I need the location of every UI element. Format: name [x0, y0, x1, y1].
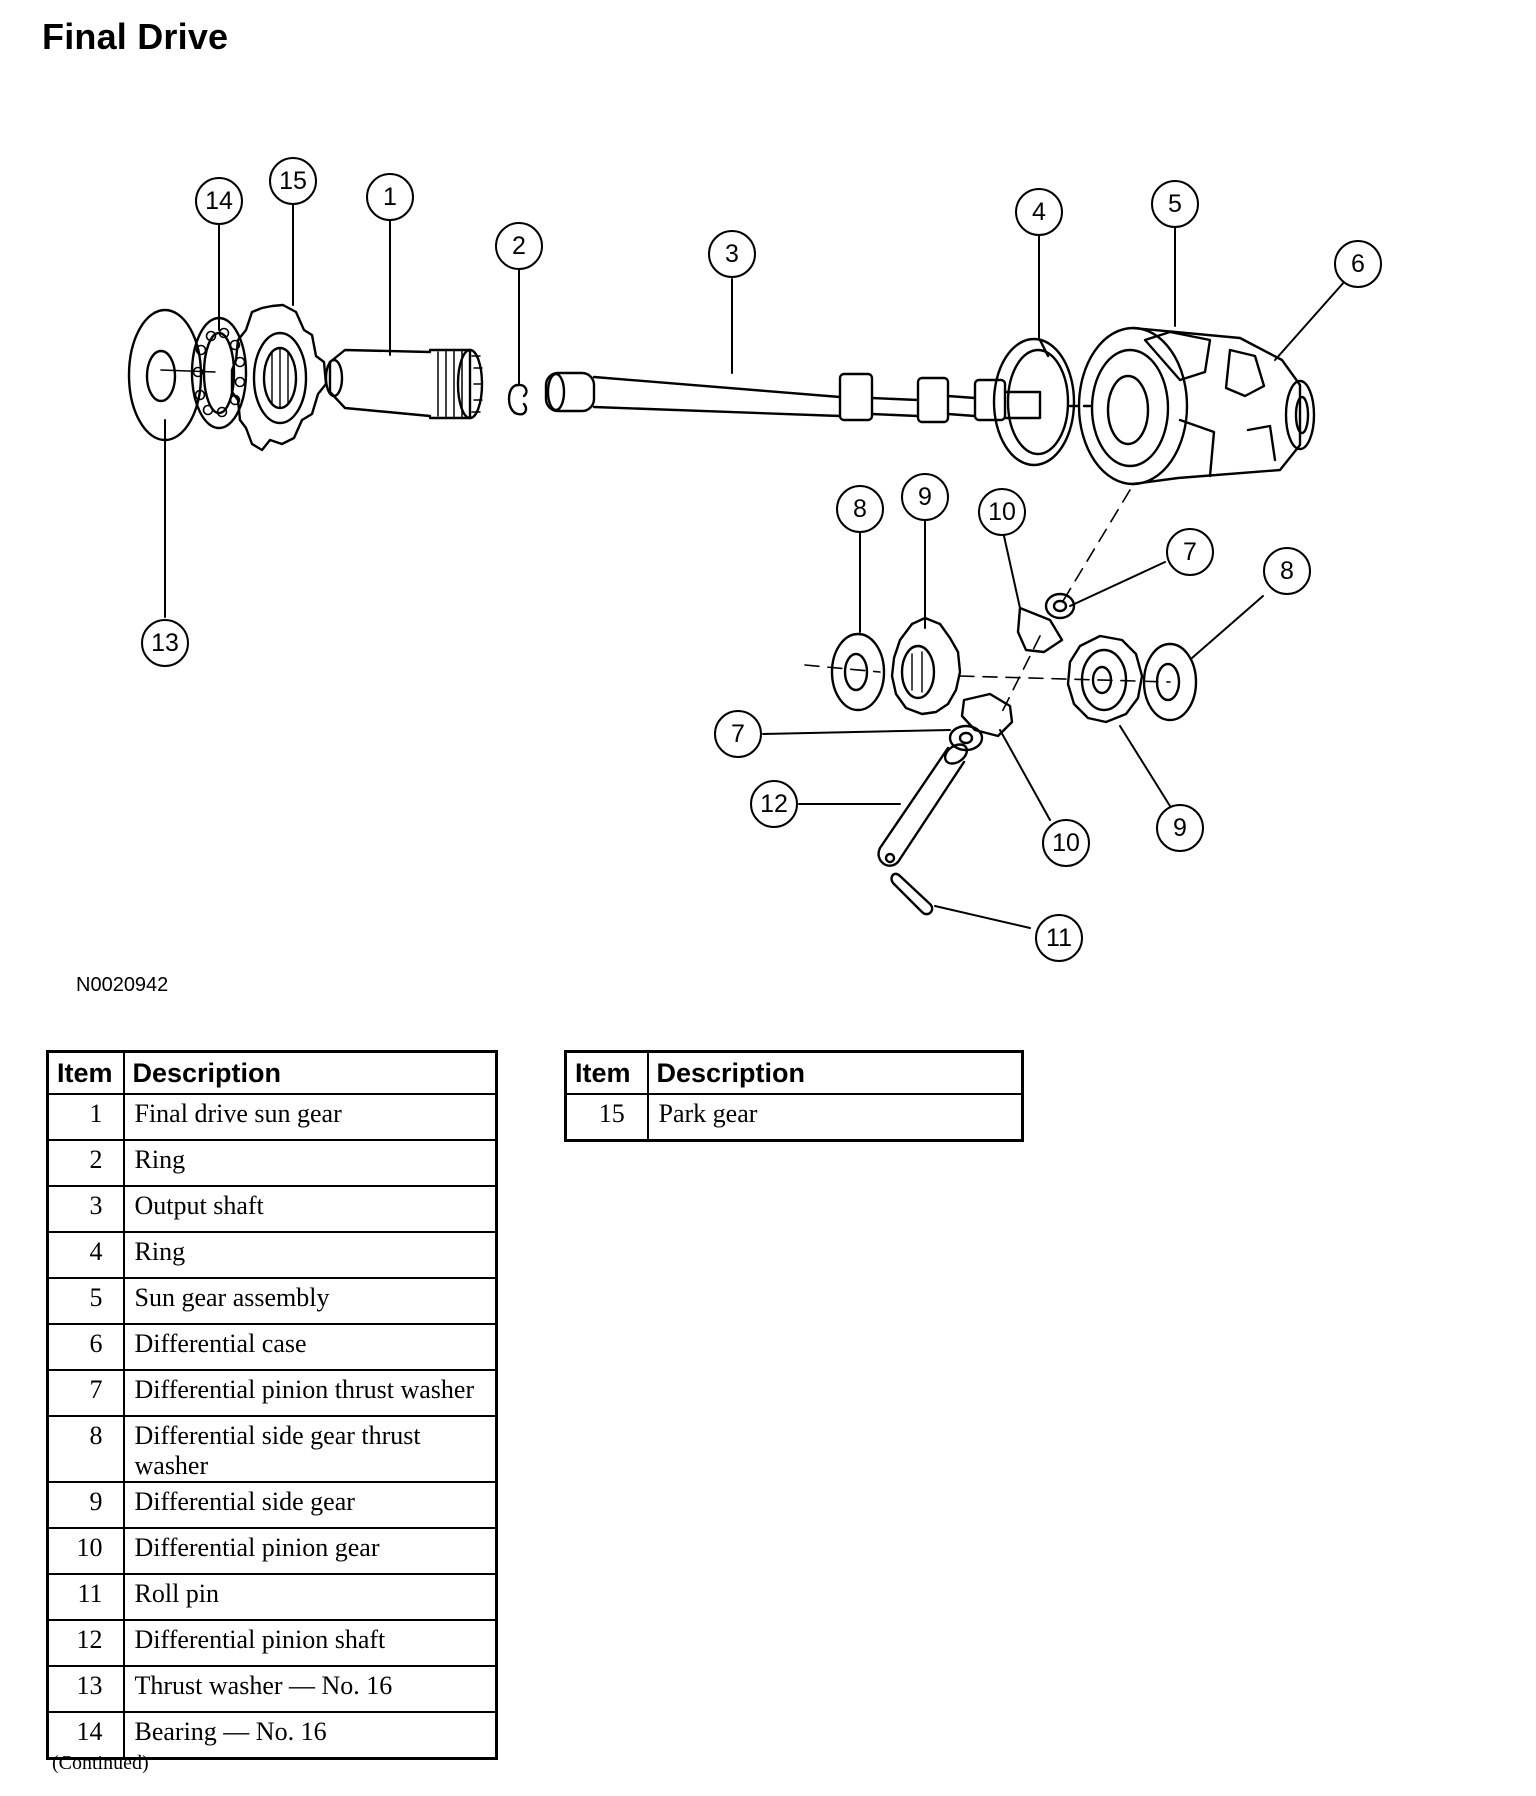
callout-7-right: 7	[1166, 528, 1214, 576]
description-cell: Differential pinion gear	[122, 1527, 498, 1575]
svg-text:10: 10	[1052, 829, 1080, 857]
description-cell: Thrust washer — No. 16	[122, 1665, 498, 1713]
item-number-cell: 11	[46, 1573, 125, 1621]
table-header-row: Item Description	[46, 1050, 498, 1095]
description-cell: Differential side gear thrust washer	[122, 1415, 498, 1483]
svg-text:11: 11	[1046, 924, 1072, 952]
item-number-cell: 2	[46, 1139, 125, 1187]
callout-12: 12	[750, 780, 798, 828]
column-header-item: Item	[46, 1050, 125, 1095]
description-cell: Differential pinion shaft	[122, 1619, 498, 1667]
svg-text:6: 6	[1351, 250, 1365, 278]
column-header-description: Description	[646, 1050, 1024, 1095]
item-number-cell: 10	[46, 1527, 125, 1575]
callout-8-left: 8	[836, 485, 884, 533]
svg-text:13: 13	[151, 629, 179, 657]
page-title: Final Drive	[42, 16, 229, 57]
description-cell: Bearing — No. 16	[122, 1711, 498, 1760]
continued-note: (Continued)	[52, 1752, 149, 1774]
description-cell: Differential pinion thrust washer	[122, 1369, 498, 1417]
svg-text:7: 7	[1183, 538, 1197, 566]
callout-2: 2	[495, 222, 543, 270]
description-cell: Output shaft	[122, 1185, 498, 1233]
callout-9-top: 9	[901, 473, 949, 521]
svg-text:7: 7	[731, 720, 745, 748]
item-number-cell: 9	[46, 1481, 125, 1529]
exploded-view-diagram: 14 15 1 2 3 4 5 6 13 8 9 10 7 8 7 12 10 …	[127, 157, 1382, 962]
callout-7-left: 7	[714, 710, 762, 758]
item-number-cell: 14	[46, 1711, 125, 1760]
svg-text:12: 12	[760, 790, 788, 818]
description-cell: Park gear	[646, 1093, 1024, 1142]
item-number-cell: 8	[46, 1415, 125, 1483]
callout-14: 14	[195, 177, 243, 225]
svg-text:8: 8	[853, 495, 867, 523]
item-number-cell: 12	[46, 1619, 125, 1667]
item-number-cell: 15	[564, 1093, 649, 1142]
svg-text:8: 8	[1280, 557, 1294, 585]
callout-5: 5	[1151, 180, 1199, 228]
svg-text:15: 15	[279, 167, 307, 195]
svg-text:9: 9	[1173, 814, 1187, 842]
svg-text:14: 14	[205, 187, 233, 215]
item-number-cell: 13	[46, 1665, 125, 1713]
column-header-description: Description	[122, 1050, 498, 1095]
svg-text:1: 1	[383, 183, 397, 211]
item-number-cell: 3	[46, 1185, 125, 1233]
callout-3: 3	[708, 230, 756, 278]
item-number-cell: 4	[46, 1231, 125, 1279]
description-cell: Differential case	[122, 1323, 498, 1371]
callout-13: 13	[141, 619, 189, 667]
svg-text:4: 4	[1032, 198, 1046, 226]
svg-text:10: 10	[988, 498, 1016, 526]
column-header-item: Item	[564, 1050, 649, 1095]
description-cell: Ring	[122, 1139, 498, 1187]
callout-6: 6	[1334, 240, 1382, 288]
svg-text:5: 5	[1168, 190, 1182, 218]
item-number-cell: 6	[46, 1323, 125, 1371]
callout-8-right: 8	[1263, 547, 1311, 595]
callout-4: 4	[1015, 188, 1063, 236]
description-cell: Differential side gear	[122, 1481, 498, 1529]
item-number-cell: 1	[46, 1093, 125, 1141]
item-number-cell: 5	[46, 1277, 125, 1325]
leader-lines	[164, 201, 1346, 929]
callout-1: 1	[366, 173, 414, 221]
description-cell: Final drive sun gear	[122, 1093, 498, 1141]
item-number-cell: 7	[46, 1369, 125, 1417]
callout-10-top: 10	[978, 488, 1026, 536]
svg-text:3: 3	[725, 240, 739, 268]
table-header-row: Item Description	[564, 1050, 1024, 1095]
description-cell: Roll pin	[122, 1573, 498, 1621]
callout-10-bottom: 10	[1042, 819, 1090, 867]
figure-code: N0020942	[76, 974, 169, 996]
callout-9-bottom: 9	[1156, 804, 1204, 852]
description-cell: Ring	[122, 1231, 498, 1279]
callout-15: 15	[269, 157, 317, 205]
svg-text:9: 9	[918, 483, 932, 511]
callout-11: 11	[1035, 914, 1083, 962]
svg-text:2: 2	[512, 232, 526, 260]
description-cell: Sun gear assembly	[122, 1277, 498, 1325]
